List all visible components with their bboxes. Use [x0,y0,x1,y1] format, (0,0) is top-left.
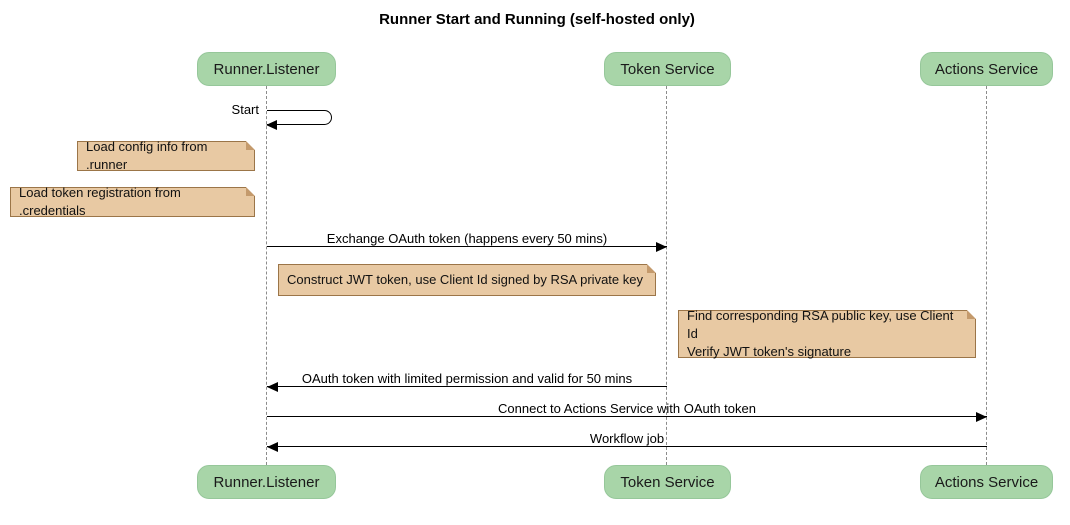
lifeline-runner-listener [266,86,267,465]
arrowhead-left-icon [266,120,277,130]
note-text-line2: Verify JWT token's signature [687,344,852,359]
participant-token-service-top: Token Service [604,52,731,86]
lifeline-token-service [666,86,667,465]
note-construct-jwt: Construct JWT token, use Client Id signe… [278,264,656,296]
participant-runner-listener-bottom: Runner.Listener [197,465,336,499]
message-exchange-label: Exchange OAuth token (happens every 50 m… [326,231,608,246]
arrowhead-right-icon [656,242,667,252]
participant-actions-service-top: Actions Service [920,52,1053,86]
participant-runner-listener-top: Runner.Listener [197,52,336,86]
message-connect-label: Connect to Actions Service with OAuth to… [498,401,756,416]
participant-label: Actions Service [934,473,1039,491]
note-text: Load config info from .runner [86,139,208,172]
note-text: Load token registration from .credential… [19,185,181,218]
diagram-title: Runner Start and Running (self-hosted on… [379,11,695,28]
note-text-line1: Find corresponding RSA public key, use C… [687,308,954,341]
arrowhead-left-icon [267,442,278,452]
message-workflow-label: Workflow job [589,431,665,446]
participant-label: Runner.Listener [213,60,320,78]
arrowhead-left-icon [267,382,278,392]
arrowhead-right-icon [976,412,987,422]
lifeline-actions-service [986,86,987,465]
participant-label: Token Service [620,473,715,491]
participant-actions-service-bottom: Actions Service [920,465,1053,499]
message-exchange-line [267,246,667,247]
note-load-token: Load token registration from .credential… [10,185,255,218]
note-find-rsa: Find corresponding RSA public key, use C… [678,308,976,359]
message-oauth-return-line [267,386,667,387]
participant-token-service-bottom: Token Service [604,465,731,499]
note-load-config: Load config info from .runner [77,139,255,172]
message-workflow-line [267,446,987,447]
message-start-label: Start [231,102,259,117]
message-start-self-loop [267,110,332,125]
participant-label: Token Service [620,60,715,78]
note-text: Construct JWT token, use Client Id signe… [287,272,643,287]
message-oauth-return-label: OAuth token with limited permission and … [301,371,633,386]
message-connect-line [267,416,987,417]
participant-label: Runner.Listener [213,473,320,491]
participant-label: Actions Service [934,60,1039,78]
